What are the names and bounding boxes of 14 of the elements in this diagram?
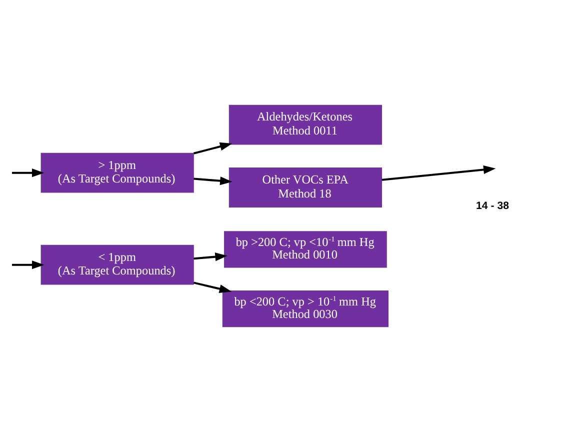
label: 14 - 38 [476,200,509,212]
arrow [12,260,44,270]
arrow [12,168,44,178]
node-box: bp >200 C; vp <10$^{-1}$ mm Hg Method 0010 [224,231,387,268]
node-box: Other VOCs EPA Method 18 [228,168,382,208]
arrow [194,252,228,262]
node-box: bp <200 C; vp > 10$^{-1}$ mm Hg Method 0030 [222,290,388,328]
arrow [194,176,232,186]
arrow [193,142,232,154]
arrow [194,282,232,293]
node-box: < 1ppm (As Target Compounds) [40,244,194,285]
arrow [382,165,496,181]
node-box: Aldehydes/Ketones Method 0011 [228,104,382,145]
node-box: > 1ppm (As Target Compounds) [40,152,194,193]
